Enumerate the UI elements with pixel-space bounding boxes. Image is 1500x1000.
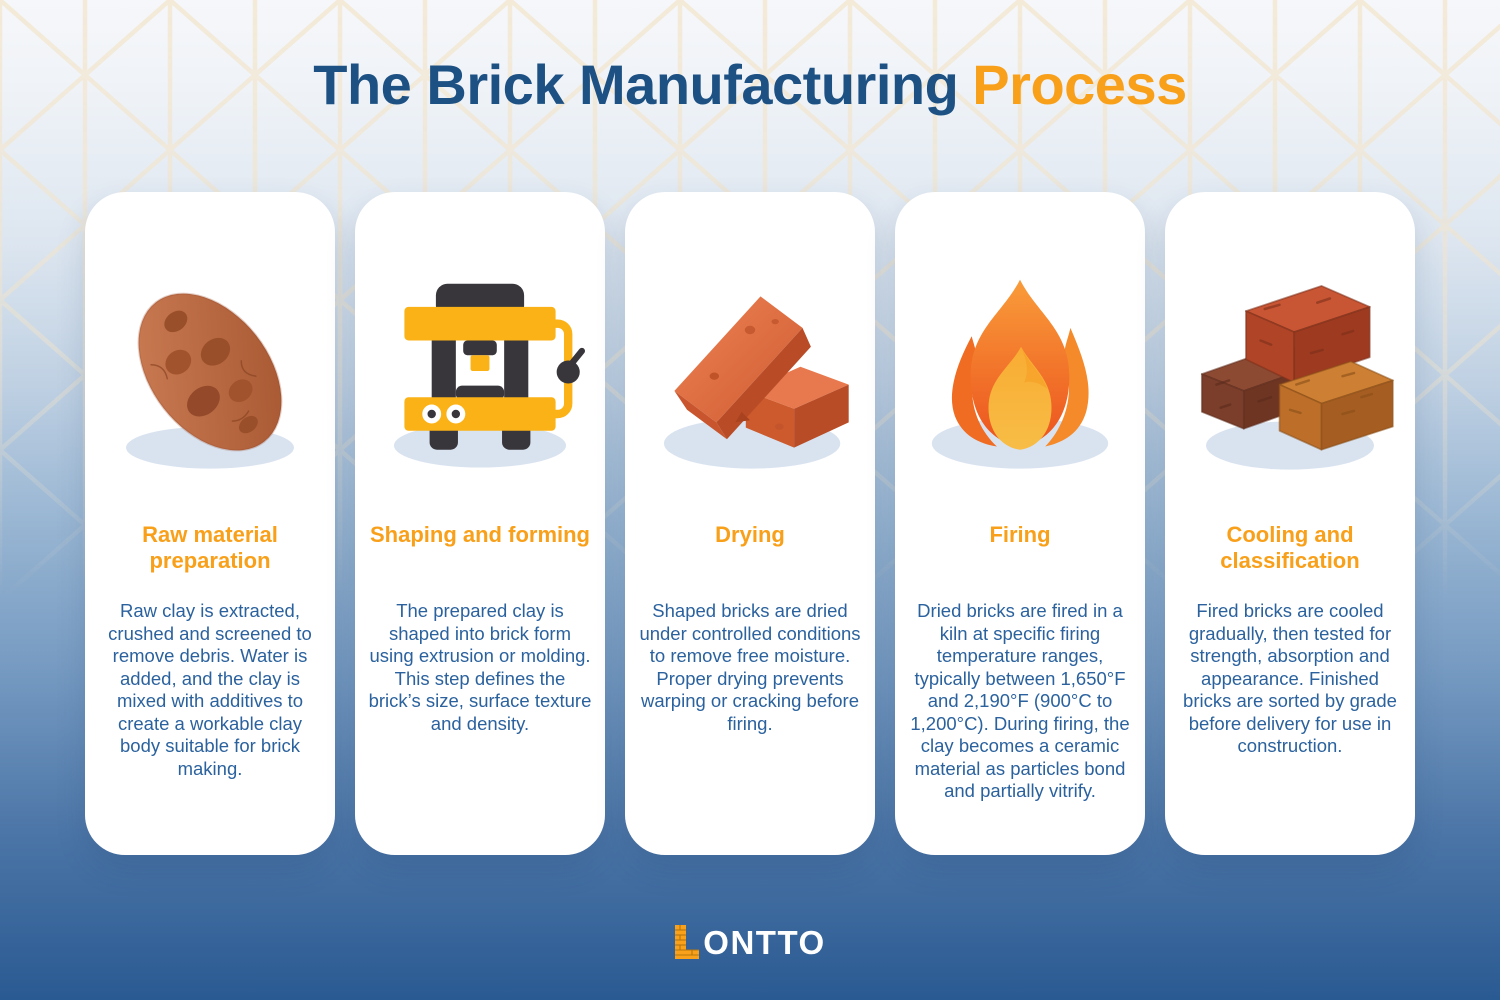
step-description: Raw clay is extracted, crushed and scree… <box>108 600 312 779</box>
clay-lump-icon <box>105 262 315 482</box>
step-title: Firing <box>989 522 1051 547</box>
step-title: Raw material preparation <box>142 522 278 573</box>
card-shaping-and-forming: Shaping and forming The prepared clay is… <box>355 192 605 855</box>
card-raw-material-preparation: Raw material preparation Raw clay is ext… <box>85 192 335 855</box>
step-title: Cooling and classification <box>1220 522 1360 573</box>
card-cooling-and-classification: Cooling and classification Fired bricks … <box>1165 192 1415 855</box>
step-description: Dried bricks are fired in a kiln at spec… <box>910 600 1130 801</box>
page-title-main: The Brick Manufacturing <box>313 53 959 116</box>
brick-stack-icon <box>1185 262 1395 482</box>
logo-wordmark: ONTTO <box>703 923 826 961</box>
step-description: Fired bricks are cooled gradually, then … <box>1183 600 1397 756</box>
brick-letter-l-icon <box>675 925 700 959</box>
brick-press-icon <box>375 262 585 482</box>
card-drying: Drying Shaped bricks are dried under con… <box>625 192 875 855</box>
card-firing: Firing Dried bricks are fired in a kiln … <box>895 192 1145 855</box>
step-description: The prepared clay is shaped into brick f… <box>368 600 592 734</box>
flame-icon <box>915 262 1125 482</box>
step-description: Shaped bricks are dried under controlled… <box>639 600 861 734</box>
brick-pair-icon <box>645 262 855 482</box>
page-title-accent: Process <box>972 53 1187 116</box>
process-steps-row: Raw material preparation Raw clay is ext… <box>85 192 1415 855</box>
step-title: Shaping and forming <box>370 522 590 547</box>
lontto-logo: ONTTO <box>0 920 1500 964</box>
step-title: Drying <box>715 522 785 547</box>
